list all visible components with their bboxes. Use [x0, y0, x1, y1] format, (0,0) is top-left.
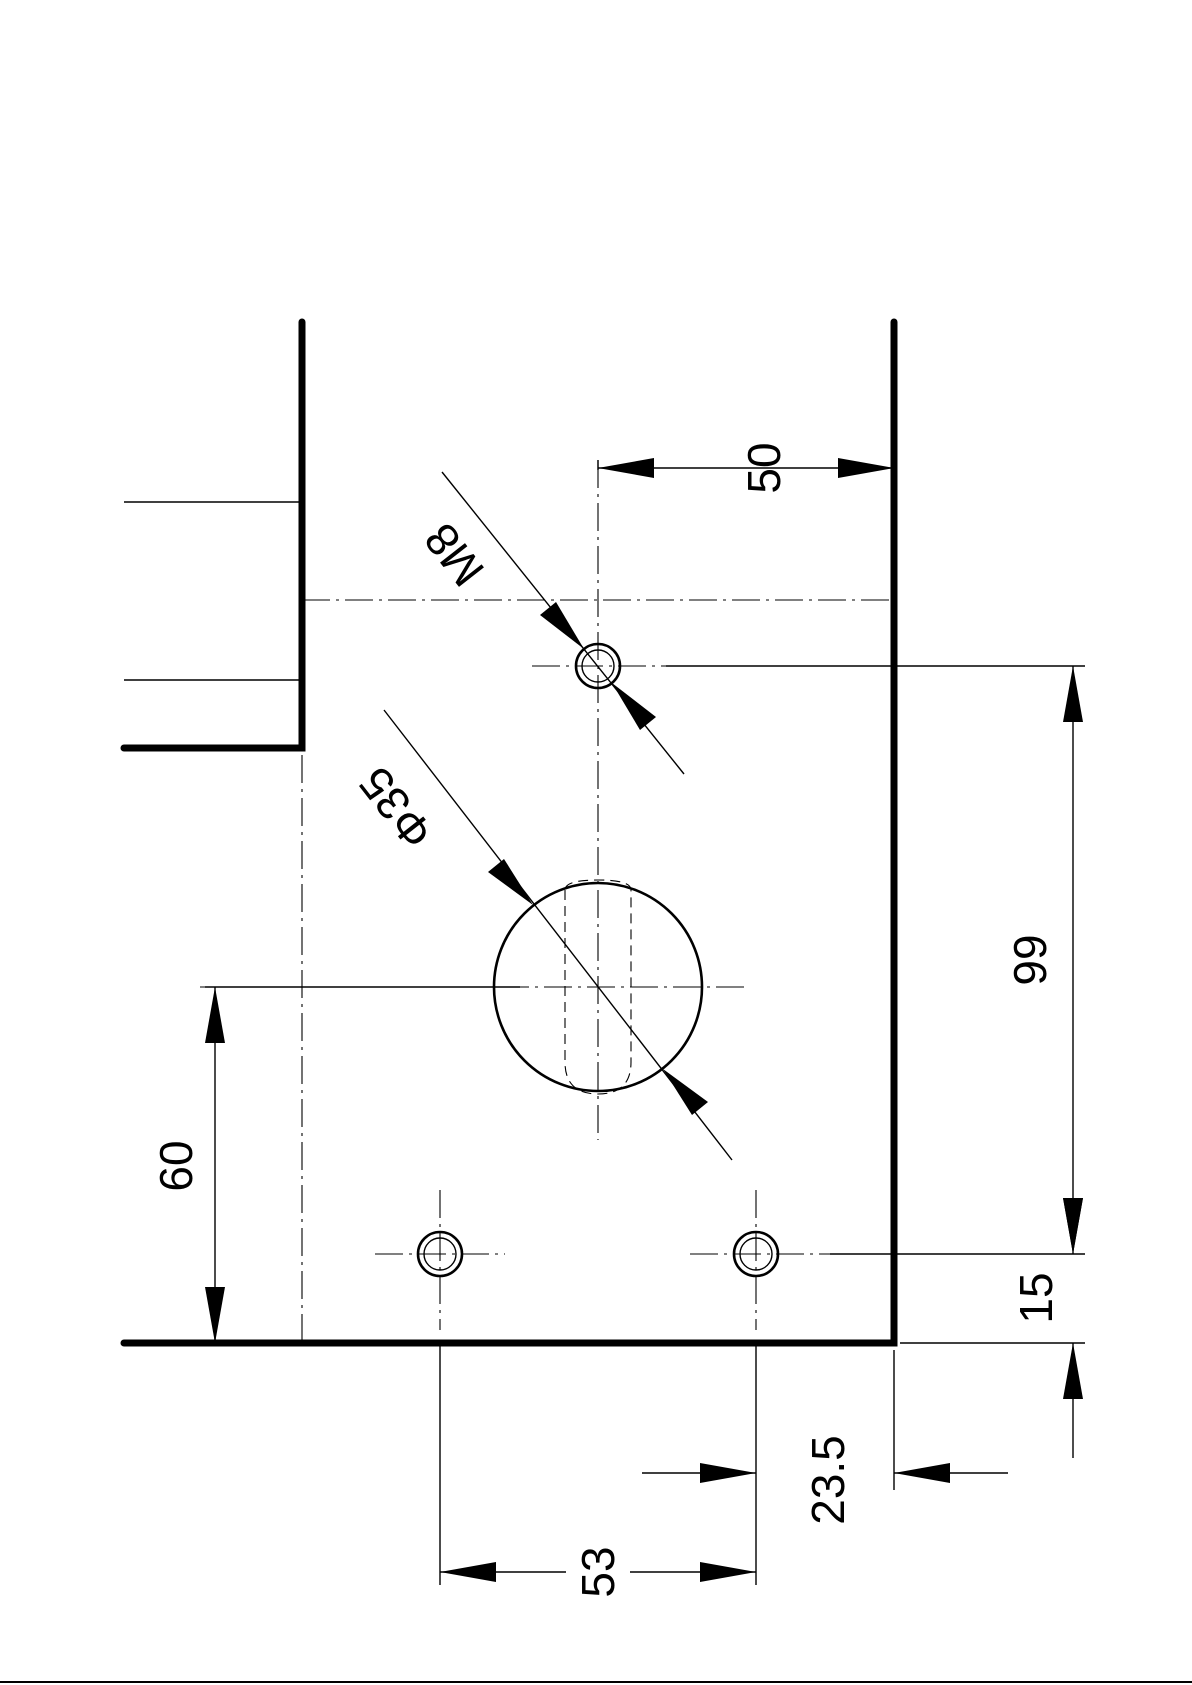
extension-lines	[205, 460, 1085, 1585]
dimension-60-label: 60	[150, 1140, 202, 1191]
dimension-23-5: 23.5	[642, 1435, 1008, 1525]
side-attachment-lines	[124, 502, 302, 680]
dimension-50: 50	[598, 442, 894, 493]
dimension-50-label: 50	[738, 442, 790, 493]
dimension-53: 53	[440, 1540, 756, 1610]
dimension-phi35-label: Φ35	[348, 757, 443, 858]
dimension-60: 60	[150, 987, 225, 1343]
dimension-15: 15	[1010, 1198, 1083, 1458]
dimension-m8-label: M8	[414, 514, 494, 596]
dimension-53-label: 53	[572, 1546, 624, 1597]
dimension-23-5-label: 23.5	[802, 1435, 854, 1525]
dimension-99-label: 99	[1004, 934, 1056, 985]
dimension-phi35: Φ35	[348, 710, 732, 1160]
dimension-15-label: 15	[1010, 1272, 1062, 1323]
dimension-99: 99	[1004, 666, 1083, 1254]
dimension-m8: M8	[414, 472, 684, 774]
